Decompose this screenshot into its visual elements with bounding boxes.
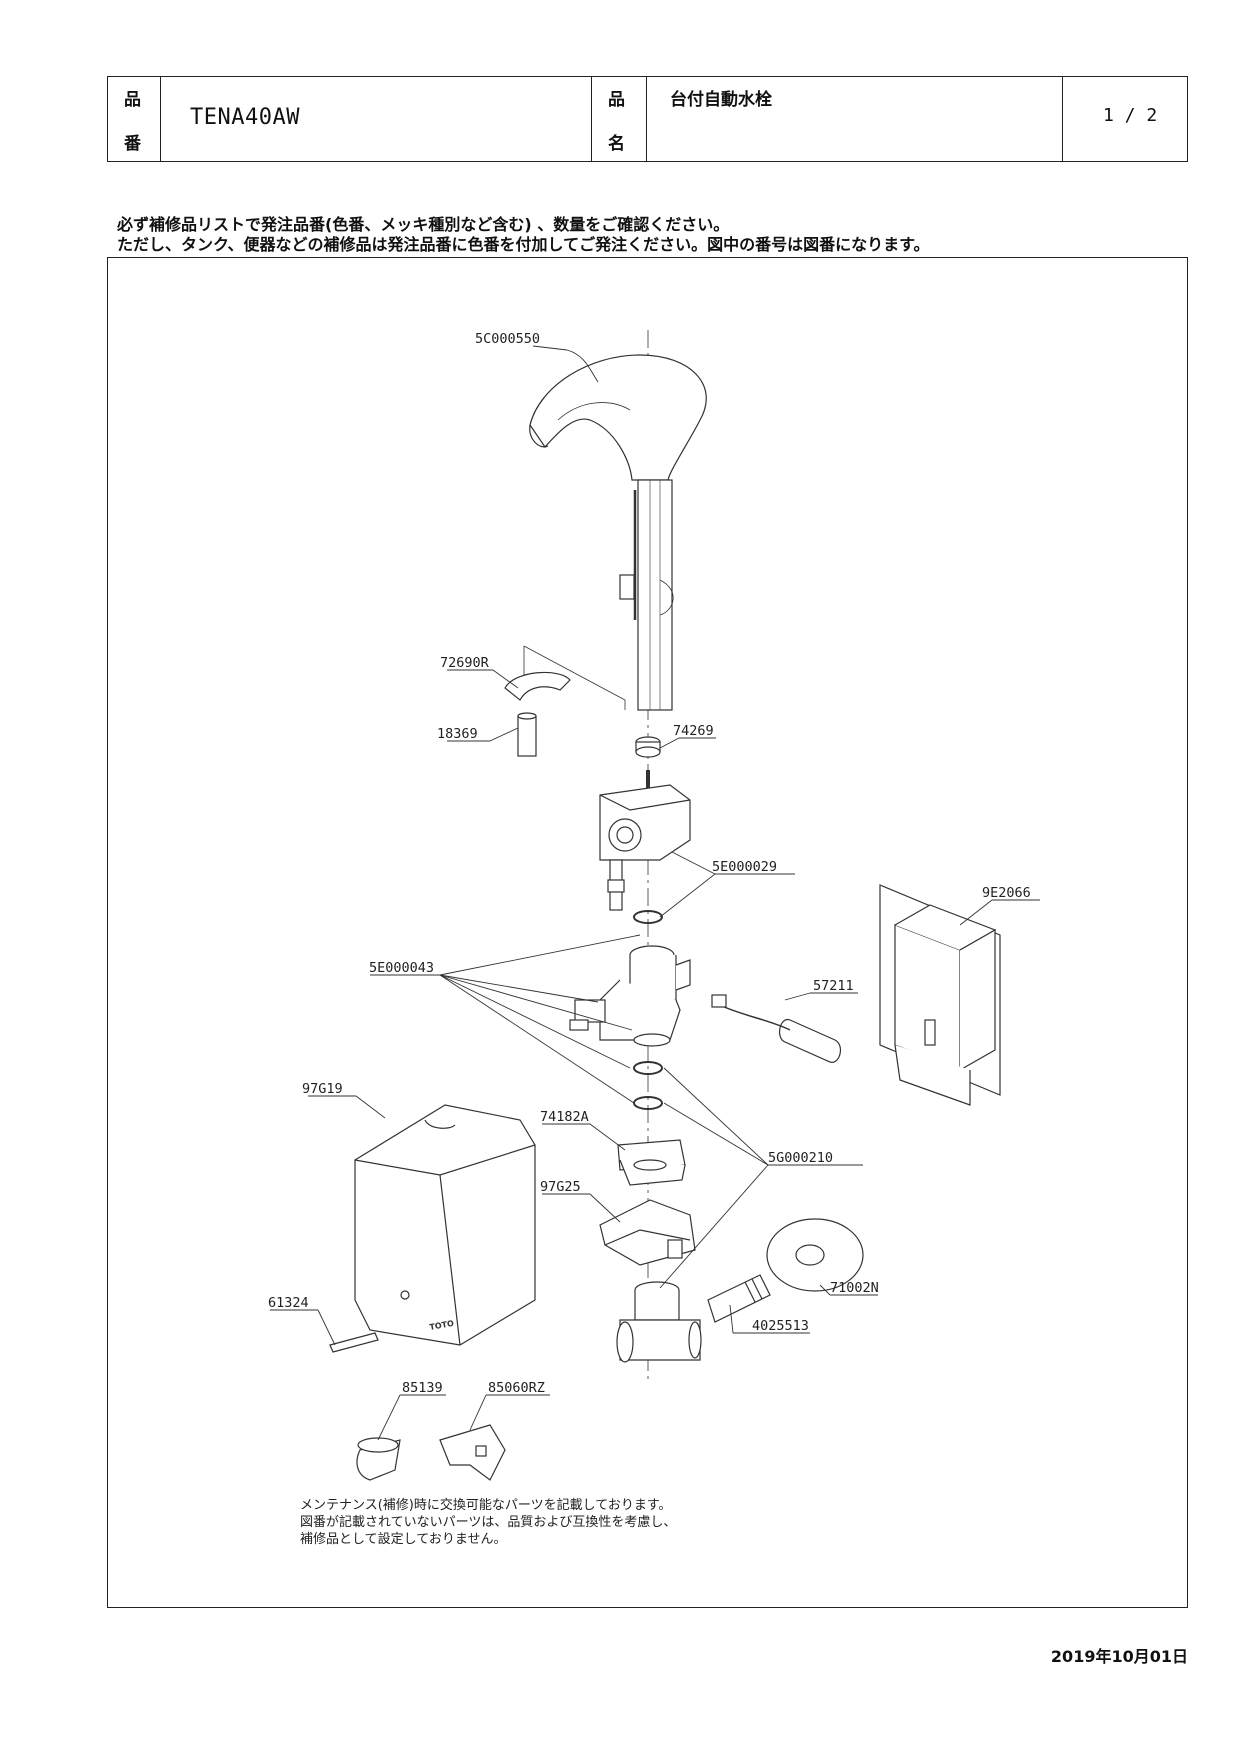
label-97g19: 97G19: [302, 1081, 343, 1097]
solenoid-valve-drawing: [569, 945, 691, 1047]
spout-drawing: [529, 354, 707, 711]
page-number: 1 / 2: [1103, 105, 1158, 126]
product-number: TENA40AW: [190, 105, 300, 130]
battery-drawing: [711, 994, 842, 1063]
stop-valve-drawing: [356, 1437, 401, 1481]
controller-box-drawing: [879, 884, 1001, 1106]
label-mei: 名: [608, 134, 625, 154]
title-block: 品 番 TENA40AW 品 名 台付自動水栓 1 / 2: [107, 76, 1188, 162]
divider: [646, 77, 647, 161]
ring-drawing: [635, 736, 661, 758]
brand-mark: TOTO: [429, 1319, 455, 1332]
label-5e000029: 5E000029: [712, 859, 777, 875]
remark-line-3: 補修品として設定しておりません。: [300, 1532, 507, 1547]
issue-date: 2019年10月01日: [1050, 1647, 1188, 1666]
label-hin-2: 品: [608, 90, 625, 110]
notice-line-1: 必ず補修品リストで発注品番(色番、メッキ種別など含む) 、数量をご確認ください。: [117, 215, 730, 234]
label-61324: 61324: [268, 1295, 309, 1311]
key-drawing: [439, 1424, 506, 1481]
remark-line-2: 図番が記載されていないパーツは、品質および互換性を考慮し、: [300, 1515, 677, 1530]
divider: [160, 77, 161, 161]
t-valve-drawing: [616, 1281, 702, 1363]
bracket-a-drawing: [617, 1139, 686, 1186]
flange-drawing: [766, 1218, 864, 1292]
label-72690r: 72690R: [440, 655, 490, 671]
maintenance-remark: メンテナンス(補修)時に交換可能なパーツを記載しております。 図番が記載されてい…: [300, 1497, 676, 1548]
divider: [591, 77, 592, 161]
label-74182a: 74182A: [540, 1109, 589, 1125]
label-85139: 85139: [402, 1380, 443, 1396]
valve-unit-drawing: [599, 770, 691, 911]
label-97g25: 97G25: [540, 1179, 581, 1195]
label-9e2066: 9E2066: [982, 885, 1031, 901]
screw-drawing: [329, 1332, 379, 1353]
cover-drawing: [354, 1104, 536, 1346]
divider: [1062, 77, 1063, 161]
label-57211: 57211: [813, 978, 854, 994]
diagram-frame: [107, 257, 1188, 1608]
bracket-b-drawing: [599, 1199, 696, 1266]
label-18369: 18369: [437, 726, 478, 742]
o-ring-drawing: [633, 910, 663, 924]
label-5g000210: 5G000210: [768, 1150, 833, 1166]
product-name: 台付自動水栓: [670, 90, 772, 110]
label-5c000550: 5C000550: [475, 331, 540, 347]
remark-line-1: メンテナンス(補修)時に交換可能なパーツを記載しております。: [300, 1498, 672, 1513]
o-ring-drawing: [633, 1061, 663, 1075]
label-85060rz: 85060RZ: [488, 1380, 545, 1396]
notice-line-2: ただし、タンク、便器などの補修品は発注品番に色番を付加してご発注ください。図中の…: [117, 235, 930, 254]
label-71002n: 71002N: [830, 1280, 879, 1296]
label-ban: 番: [124, 134, 141, 154]
nipple-drawing: [707, 1274, 771, 1323]
label-hin: 品: [124, 90, 141, 110]
label-4025513: 4025513: [752, 1318, 809, 1334]
fix-plate-drawing: [504, 645, 626, 757]
label-5e000043: 5E000043: [369, 960, 434, 976]
label-74269: 74269: [673, 723, 714, 739]
